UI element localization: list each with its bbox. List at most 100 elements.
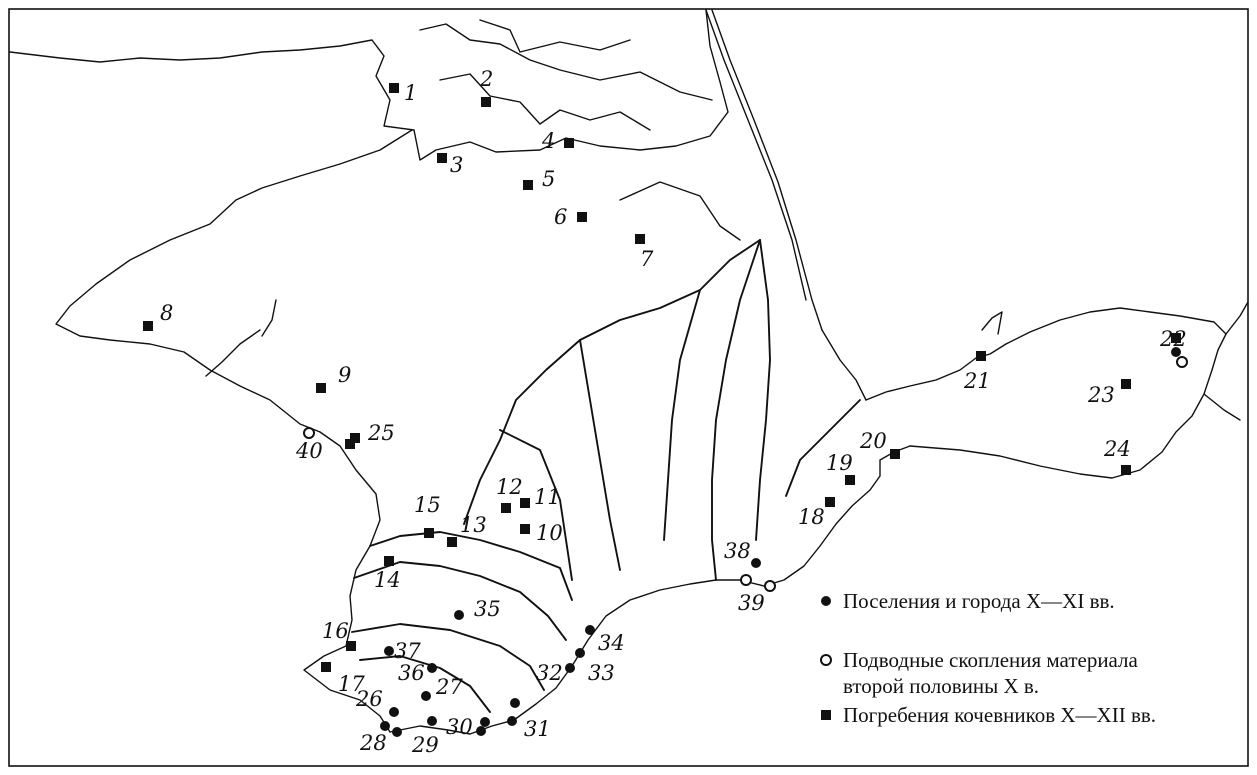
site-label-12: 12 [496, 475, 523, 499]
settlement-marker [480, 717, 490, 727]
underwater-find-marker [303, 427, 315, 439]
settlement-marker [389, 707, 399, 717]
settlement-marker [392, 727, 402, 737]
underwater-find-marker [764, 580, 776, 592]
burial-marker [520, 498, 530, 508]
settlement-marker [384, 646, 394, 656]
site-label-8: 8 [160, 301, 173, 325]
settlement-marker [476, 726, 486, 736]
burial-marker [825, 497, 835, 507]
settlement-marker [427, 663, 437, 673]
site-label-5: 5 [542, 167, 555, 191]
burial-marker [384, 556, 394, 566]
site-label-6: 6 [554, 205, 567, 229]
site-label-34: 34 [598, 631, 625, 655]
burial-marker [890, 449, 900, 459]
burial-marker [520, 524, 530, 534]
legend-underwater-text-line2: второй половины X в. [843, 674, 1039, 698]
site-label-19: 19 [826, 451, 853, 475]
burial-marker [577, 212, 587, 222]
site-label-3: 3 [450, 153, 463, 177]
site-label-22: 22 [1159, 327, 1187, 351]
site-label-1: 1 [404, 81, 417, 105]
site-label-16: 16 [322, 619, 349, 643]
settlement-marker [454, 610, 464, 620]
site-label-36: 36 [398, 661, 425, 685]
site-label-13: 13 [460, 513, 487, 537]
settlement-marker [507, 716, 517, 726]
site-label-27: 27 [435, 675, 463, 699]
site-label-37: 37 [394, 639, 421, 663]
burial-marker [976, 351, 986, 361]
site-label-39: 39 [738, 591, 765, 615]
burial-marker [350, 433, 360, 443]
legend-underwater-text-line1: Подводные скопления материала [843, 648, 1139, 672]
site-label-33: 33 [588, 661, 615, 685]
burial-marker [143, 321, 153, 331]
settlement-marker [510, 698, 520, 708]
settlement-marker [751, 558, 761, 568]
burial-marker [389, 83, 399, 93]
burial-marker [564, 138, 574, 148]
site-label-17: 17 [338, 672, 365, 696]
burial-marker [345, 439, 355, 449]
burial-marker [437, 153, 447, 163]
settlement-marker [575, 648, 585, 658]
site-label-25: 25 [367, 421, 395, 445]
site-label-40: 40 [295, 439, 323, 463]
site-label-32: 32 [536, 661, 563, 685]
burial-marker [321, 662, 331, 672]
burial-marker [523, 180, 533, 190]
coastline [9, 9, 1249, 735]
legend-settlement-symbol [821, 596, 831, 606]
site-label-15: 15 [414, 493, 441, 517]
site-label-35: 35 [474, 597, 501, 621]
settlement-marker [421, 691, 431, 701]
site-label-38: 38 [724, 539, 751, 563]
underwater-find-marker [740, 574, 752, 586]
burial-marker [501, 503, 511, 513]
legend-burial-symbol [821, 710, 831, 720]
burial-marker [635, 234, 645, 244]
map-frame [8, 8, 1249, 767]
site-markers [143, 83, 1188, 737]
site-number-labels: 1234567891011121314151617181920212223242… [160, 67, 1187, 757]
burial-marker [424, 528, 434, 538]
site-label-28: 28 [359, 731, 387, 755]
site-label-14: 14 [374, 568, 401, 592]
legend: Поселения и города X—XI вв. Подводные ск… [820, 589, 1156, 727]
legend-underwater-symbol [820, 654, 832, 666]
site-label-20: 20 [859, 429, 887, 453]
site-label-4: 4 [541, 129, 555, 153]
site-label-30: 30 [446, 715, 473, 739]
site-label-10: 10 [536, 521, 563, 545]
site-label-11: 11 [534, 485, 561, 509]
burial-marker [1121, 379, 1131, 389]
site-label-9: 9 [338, 363, 351, 387]
settlement-marker [585, 625, 595, 635]
rivers [351, 239, 861, 713]
settlement-marker [427, 716, 437, 726]
site-label-23: 23 [1087, 383, 1115, 407]
burial-marker [447, 537, 457, 547]
site-label-29: 29 [411, 733, 439, 757]
settlement-marker [565, 663, 575, 673]
legend-burial-text: Погребения кочевников X—XII вв. [843, 703, 1156, 727]
settlement-marker [1171, 347, 1181, 357]
legend-settlement-text: Поселения и города X—XI вв. [843, 589, 1115, 613]
burial-marker [845, 475, 855, 485]
site-label-31: 31 [524, 717, 551, 741]
burial-marker [1121, 465, 1131, 475]
site-label-2: 2 [479, 67, 493, 91]
site-label-26: 26 [355, 687, 383, 711]
burial-marker [481, 97, 491, 107]
site-label-21: 21 [963, 369, 991, 393]
settlement-marker [380, 721, 390, 731]
site-label-18: 18 [798, 505, 825, 529]
burial-marker [346, 641, 356, 651]
burial-marker [1171, 333, 1181, 343]
site-label-7: 7 [640, 247, 654, 271]
site-label-24: 24 [1103, 437, 1131, 461]
underwater-find-marker [1176, 356, 1188, 368]
